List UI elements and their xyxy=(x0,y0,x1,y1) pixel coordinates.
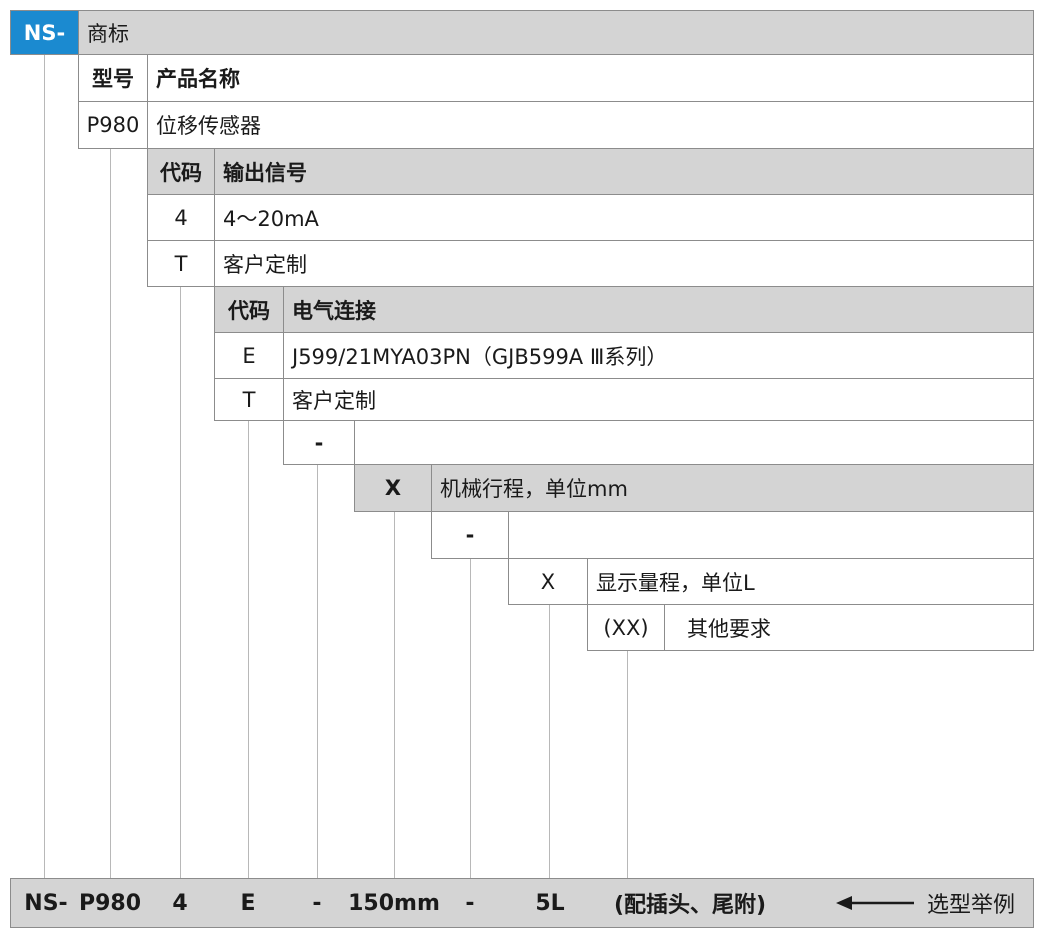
separator-2-spacer xyxy=(508,511,1034,559)
other-desc: 其他要求 xyxy=(664,604,1034,651)
connection-row-desc: 客户定制 xyxy=(283,378,1034,421)
connection-header-code: 代码 xyxy=(214,286,284,333)
connector-line-other xyxy=(627,650,628,878)
stroke-code: X xyxy=(354,464,432,512)
example-label: 选型举例 xyxy=(926,893,1015,918)
separator-1-spacer xyxy=(354,420,1034,465)
model-header-name: 产品名称 xyxy=(147,54,1034,102)
model-name: 位移传感器 xyxy=(147,101,1034,149)
example-separator-2: - xyxy=(465,890,475,916)
range-code: X xyxy=(508,558,588,605)
connector-line-stroke xyxy=(394,511,395,878)
output-row-desc: 4～20mA xyxy=(214,194,1034,241)
connection-row-code: T xyxy=(214,378,284,421)
output-header-name: 输出信号 xyxy=(214,148,1034,195)
connection-header-name: 电气连接 xyxy=(283,286,1034,333)
output-row-code: T xyxy=(147,240,215,287)
example-trademark: NS- xyxy=(24,890,68,916)
connector-line-trademark xyxy=(44,54,45,878)
model-code: P980 xyxy=(78,101,148,149)
example-range: 5L xyxy=(535,890,565,916)
example-stroke: 150mm xyxy=(348,890,440,916)
model-header-code: 型号 xyxy=(78,54,148,102)
arrow-left-icon xyxy=(836,896,914,910)
connector-line-model xyxy=(110,148,111,878)
connector-line-sep2 xyxy=(470,558,471,878)
example-output: 4 xyxy=(172,890,188,916)
output-header-code: 代码 xyxy=(147,148,215,195)
connector-line-sep1 xyxy=(317,464,318,878)
range-desc: 显示量程，单位L xyxy=(587,558,1034,605)
separator-1: - xyxy=(283,420,355,465)
connection-row-desc: J599/21MYA03PN（GJB599A Ⅲ系列） xyxy=(283,332,1034,379)
example-other: (配插头、尾附) xyxy=(613,893,767,918)
example-connection: E xyxy=(240,890,256,916)
trademark-code: NS- xyxy=(10,10,79,55)
connection-row-code: E xyxy=(214,332,284,379)
separator-2: - xyxy=(431,511,509,559)
example-separator-1: - xyxy=(312,890,322,916)
output-row-code: 4 xyxy=(147,194,215,241)
connector-line-connection xyxy=(248,420,249,878)
trademark-label: 商标 xyxy=(78,10,1034,55)
output-row-desc: 客户定制 xyxy=(214,240,1034,287)
connector-line-output xyxy=(180,287,181,878)
stroke-desc: 机械行程，单位mm xyxy=(431,464,1034,512)
connector-line-range xyxy=(549,604,550,878)
example-model: P980 xyxy=(78,890,142,916)
other-code: (XX) xyxy=(587,604,665,651)
